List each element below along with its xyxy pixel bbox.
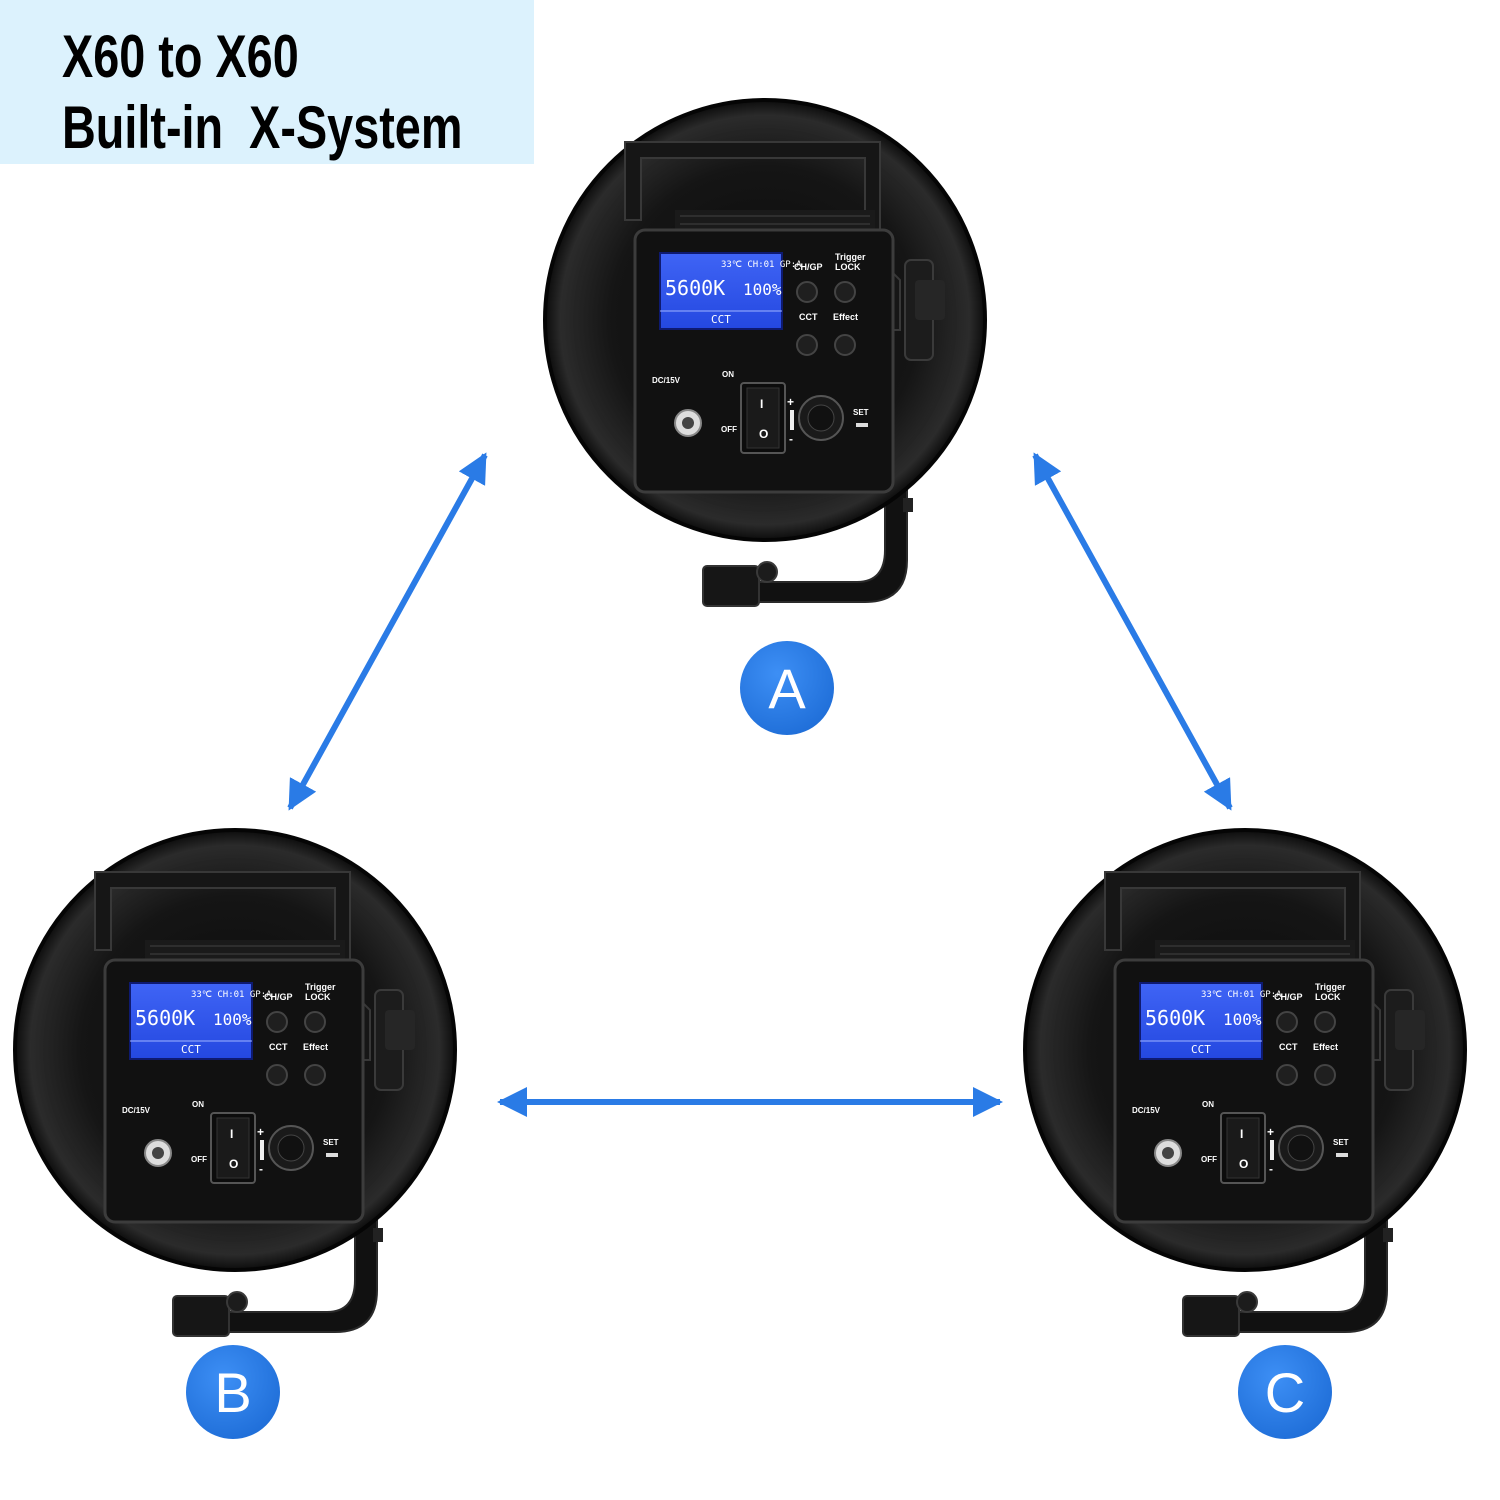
off-label: OFF [191,1155,207,1164]
dc-label: DC/15V [122,1106,151,1115]
plus-label: + [257,1125,264,1139]
trigger-label: Trigger [1315,982,1346,992]
set-label: SET [323,1138,339,1147]
on-label: ON [722,370,734,379]
lcd-cct-value: 5600K [135,1006,195,1030]
effect-label: Effect [833,312,858,322]
lock-label: LOCK [835,262,861,272]
arrow-a-b [287,452,488,811]
arrow-a-c [1032,452,1233,811]
minus-label: - [1269,1162,1273,1176]
set-label: SET [1333,1138,1349,1147]
badge-b-letter: B [214,1361,251,1424]
cct-label: CCT [1279,1042,1298,1052]
switch-o: O [759,427,768,441]
light-unit-a: 33℃ CH:01 GP:A 5600K 100% CCT CH/GP Trig… [543,98,987,608]
ch-gp-label: CH/GP [1274,992,1303,1002]
minus-label: - [259,1162,263,1176]
cct-label: CCT [799,312,818,322]
ch-gp-label: CH/GP [794,262,823,272]
lcd-cct-value: 5600K [1145,1006,1205,1030]
on-label: ON [1202,1100,1214,1109]
light-unit-c: 33℃ CH:01 GP:A 5600K 100% CCT CH/GP Trig… [1023,828,1467,1338]
lock-label: LOCK [1315,992,1341,1002]
lcd-brightness: 100% [213,1010,252,1029]
switch-o: O [229,1157,238,1171]
effect-label: Effect [1313,1042,1338,1052]
badge-a: A [740,641,834,735]
light-unit-b: 33℃ CH:01 GP:A 5600K 100% CCT CH/GP Trig… [13,828,457,1338]
badge-c-letter: C [1265,1361,1305,1424]
minus-label: - [789,432,793,446]
plus-label: + [787,395,794,409]
lcd-mode: CCT [711,313,731,326]
dc-label: DC/15V [652,376,681,385]
lcd-status: 33℃ CH:01 GP:A [721,260,802,270]
lcd-brightness: 100% [743,280,782,299]
trigger-label: Trigger [305,982,336,992]
ch-gp-label: CH/GP [264,992,293,1002]
plus-label: + [1267,1125,1274,1139]
title-box: X60 to X60 Built-in X-System [0,0,534,164]
set-label: SET [853,408,869,417]
on-label: ON [192,1100,204,1109]
lock-label: LOCK [305,992,331,1002]
badge-c: C [1238,1345,1332,1439]
cct-label: CCT [269,1042,288,1052]
off-label: OFF [1201,1155,1217,1164]
lcd-brightness: 100% [1223,1010,1262,1029]
title-line-2: Built-in X-System [62,94,463,161]
title-line-1: X60 to X60 [62,23,299,90]
dc-label: DC/15V [1132,1106,1161,1115]
trigger-label: Trigger [835,252,866,262]
switch-o: O [1239,1157,1248,1171]
lcd-cct-value: 5600K [665,276,725,300]
lcd-mode: CCT [181,1043,201,1056]
badge-a-letter: A [768,657,806,720]
lcd-status: 33℃ CH:01 GP:A [191,990,272,1000]
lcd-status: 33℃ CH:01 GP:A [1201,990,1282,1000]
lcd-mode: CCT [1191,1043,1211,1056]
switch-i: I [230,1127,233,1141]
switch-i: I [760,397,763,411]
effect-label: Effect [303,1042,328,1052]
off-label: OFF [721,425,737,434]
badge-b: B [186,1345,280,1439]
switch-i: I [1240,1127,1243,1141]
